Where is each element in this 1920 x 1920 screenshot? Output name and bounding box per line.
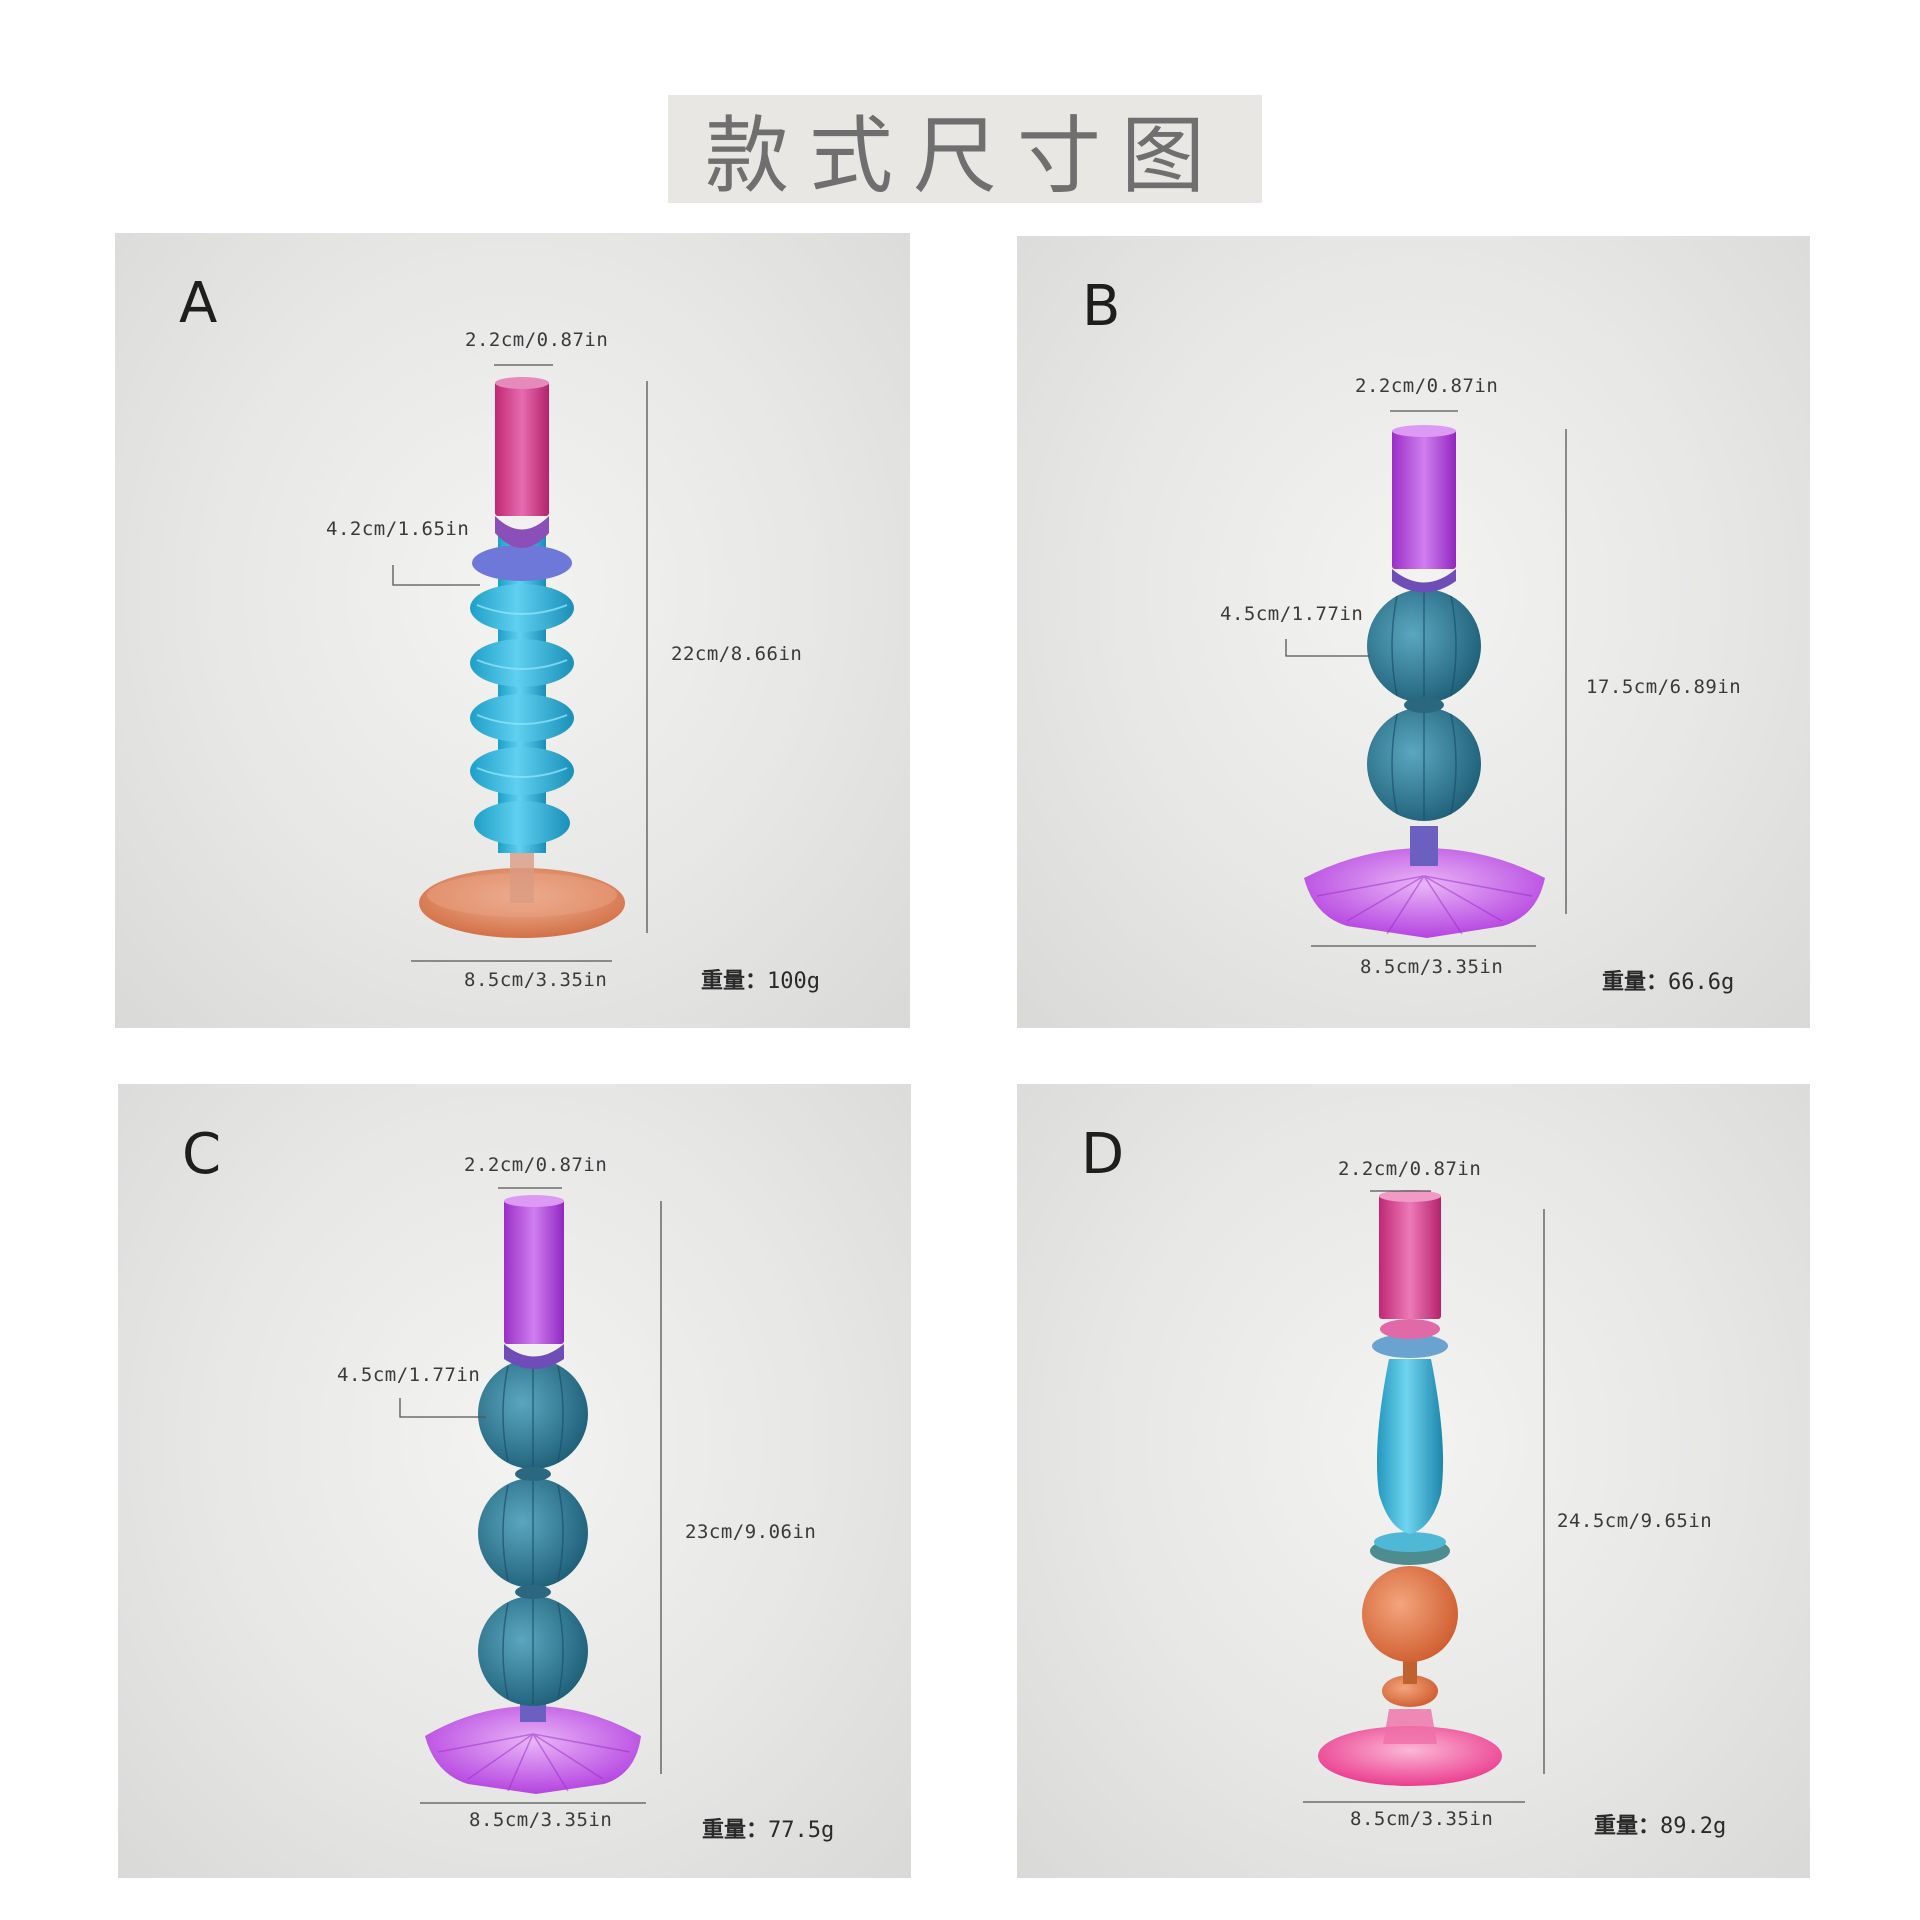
base-width-label: 8.5cm/3.35in [469, 1809, 613, 1831]
candle-holder-c-image [399, 1187, 662, 1804]
body-width-label: 4.5cm/1.77in [1220, 603, 1364, 625]
variant-letter: D [1081, 1122, 1125, 1187]
weight-value: 66.6g [1668, 970, 1735, 995]
top-width-label: 2.2cm/0.87in [465, 329, 609, 351]
product-panel-c: C 2.2cm/0.87in 4.5cm/1.77in 23cm/9.06in … [118, 1084, 911, 1878]
top-width-label: 2.2cm/0.87in [1338, 1158, 1482, 1180]
weight-value: 77.5g [768, 1818, 835, 1843]
weight-label: 重量： [1594, 1814, 1661, 1839]
top-width-label: 2.2cm/0.87in [464, 1154, 608, 1176]
candle-holder-a-image [392, 364, 648, 962]
variant-letter: C [182, 1122, 222, 1187]
base-width-label: 8.5cm/3.35in [1360, 956, 1504, 978]
weight-text: 重量：89.2g [1594, 1808, 1726, 1840]
top-width-label: 2.2cm/0.87in [1355, 375, 1499, 397]
candle-holder-b-image [1285, 410, 1567, 947]
weight-label: 重量： [1602, 970, 1669, 995]
title-banner: 款式尺寸图 [668, 95, 1262, 205]
body-width-label: 4.5cm/1.77in [337, 1364, 481, 1386]
height-label: 22cm/8.66in [671, 643, 803, 665]
product-panel-b: B 2.2cm/0.87in 4.5cm/1.77in 17.5cm/6.89i… [1017, 236, 1810, 1028]
weight-value: 100g [767, 969, 820, 994]
variant-letter: B [1082, 274, 1121, 339]
base-width-label: 8.5cm/3.35in [1350, 1808, 1494, 1830]
weight-label: 重量： [702, 1818, 769, 1843]
product-panel-d: D 2.2cm/0.87in 24.5cm/9.65in 8.5cm/3.35i… [1017, 1084, 1810, 1878]
body-width-label: 4.2cm/1.65in [326, 518, 470, 540]
weight-value: 89.2g [1660, 1814, 1727, 1839]
weight-text: 重量：77.5g [702, 1812, 834, 1844]
page-title: 款式尺寸图 [704, 106, 1225, 205]
height-label: 23cm/9.06in [685, 1521, 817, 1543]
height-label: 24.5cm/9.65in [1557, 1510, 1713, 1532]
variant-letter: A [179, 271, 218, 336]
product-panel-a: A 2.2cm/0.87in 4.2cm/1.65in 22cm/8.66in … [115, 233, 910, 1028]
candle-holder-d-image [1303, 1190, 1545, 1803]
height-label: 17.5cm/6.89in [1586, 676, 1742, 698]
base-width-label: 8.5cm/3.35in [464, 969, 608, 991]
weight-text: 重量：66.6g [1602, 964, 1734, 996]
weight-label: 重量： [701, 969, 768, 994]
weight-text: 重量：100g [701, 963, 820, 995]
